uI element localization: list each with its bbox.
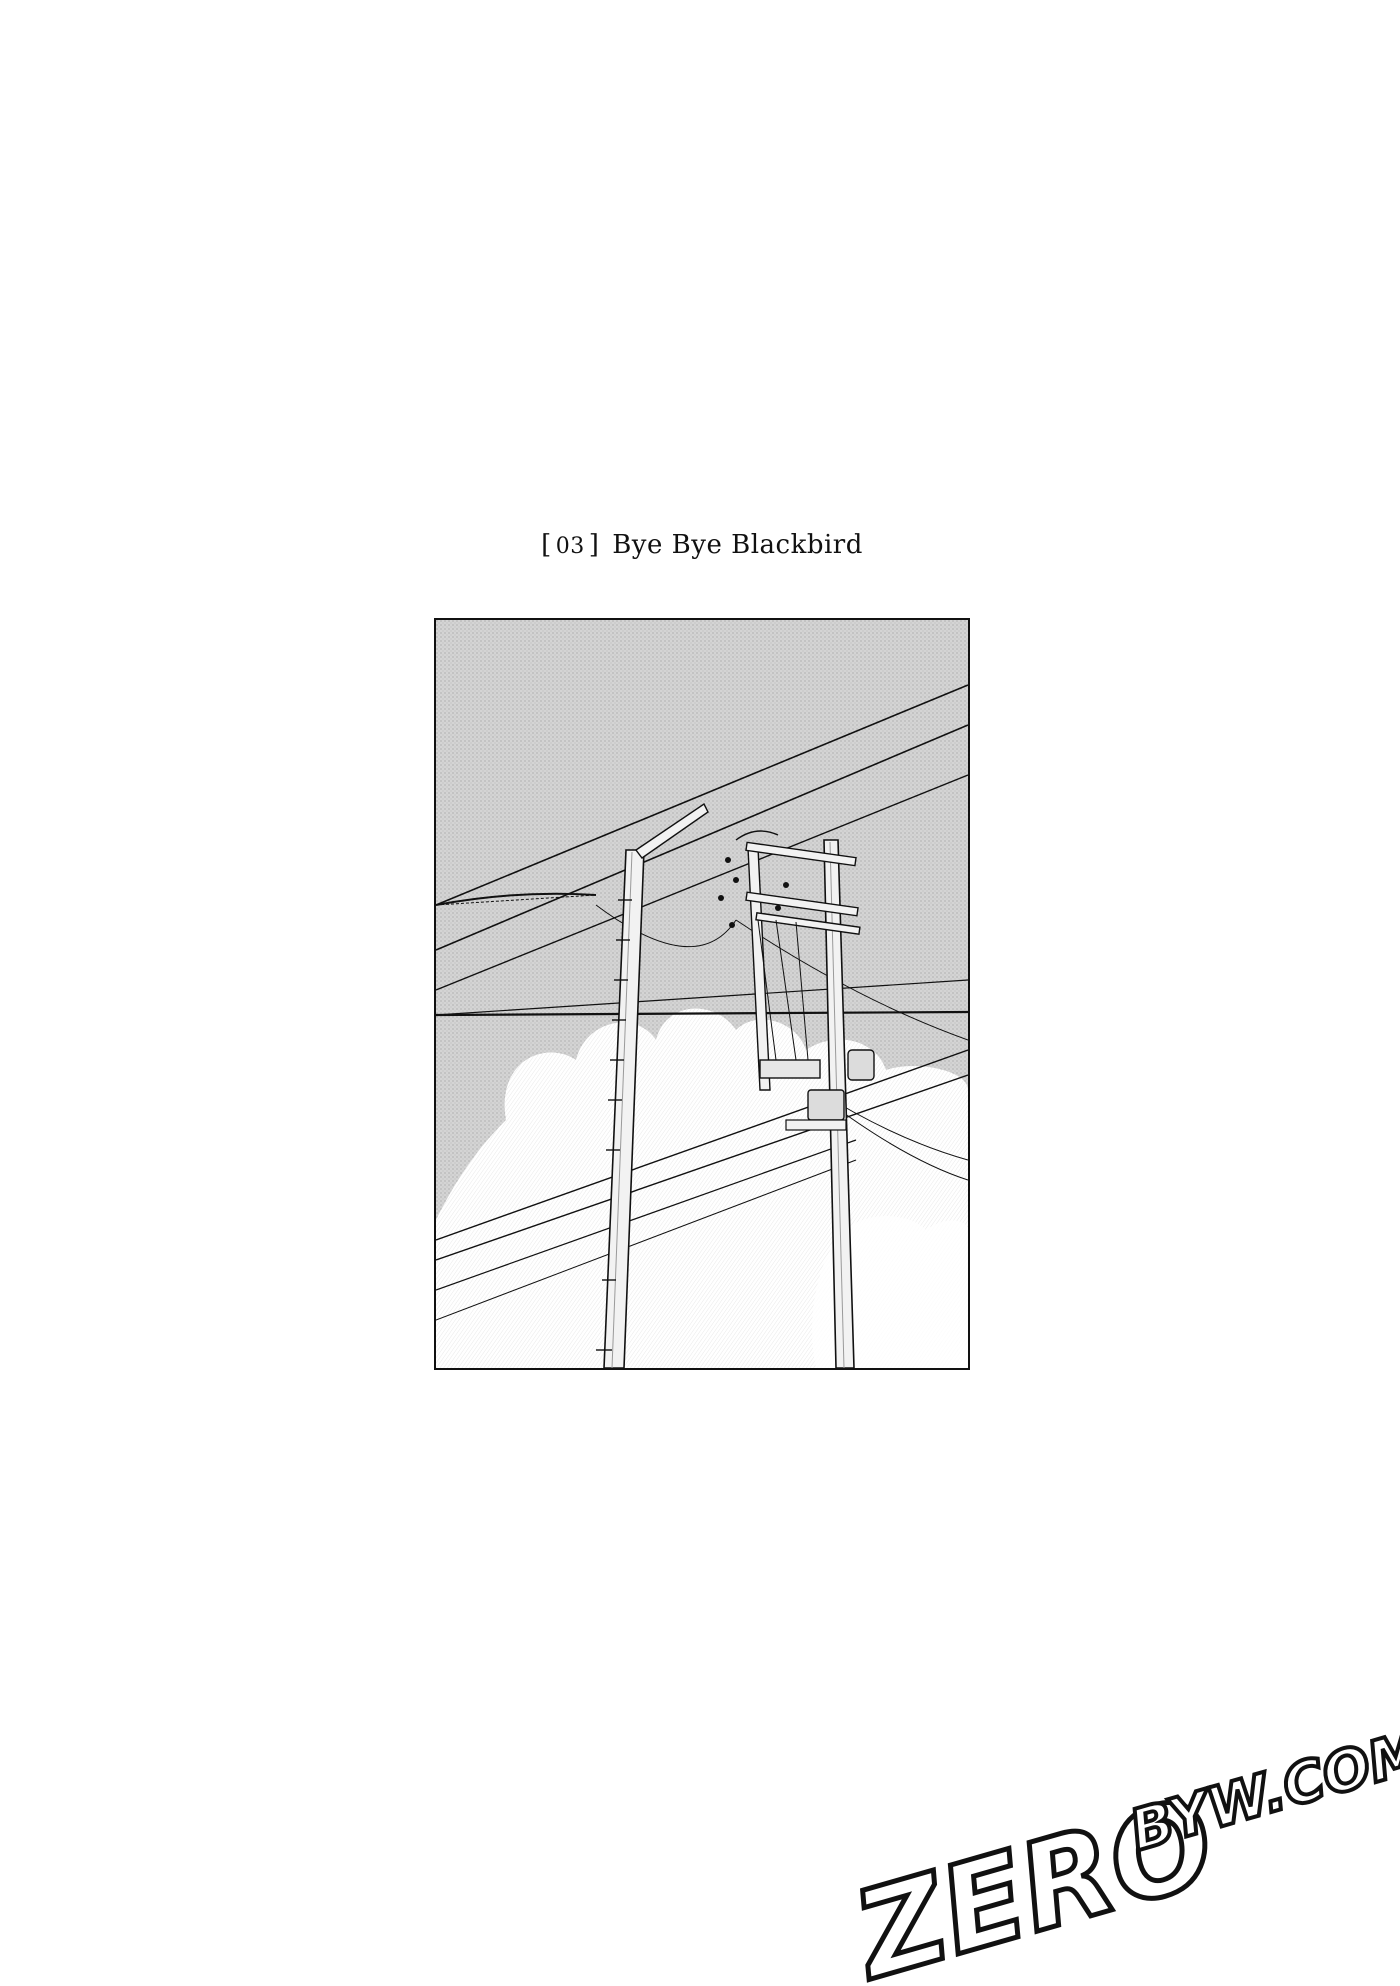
chapter-number: 03 <box>555 534 585 559</box>
power-lines-illustration <box>436 620 968 1368</box>
site-watermark: ZERO BYW.COM <box>820 1700 1400 1986</box>
power-lines <box>436 684 968 1321</box>
chapter-heading: [03] Bye Bye Blackbird <box>0 530 1400 560</box>
watermark-logo: ZERO BYW.COM <box>835 1716 1400 1986</box>
left-pole <box>596 802 709 1368</box>
illustration-panel <box>434 618 970 1370</box>
watermark-small-text: BYW.COM <box>1123 1718 1400 1864</box>
chapter-close-bracket: ] <box>588 530 600 560</box>
chapter-open-bracket: [ <box>541 530 552 560</box>
chapter-title-text: Bye Bye Blackbird <box>612 530 863 560</box>
right-pole <box>718 830 875 1368</box>
